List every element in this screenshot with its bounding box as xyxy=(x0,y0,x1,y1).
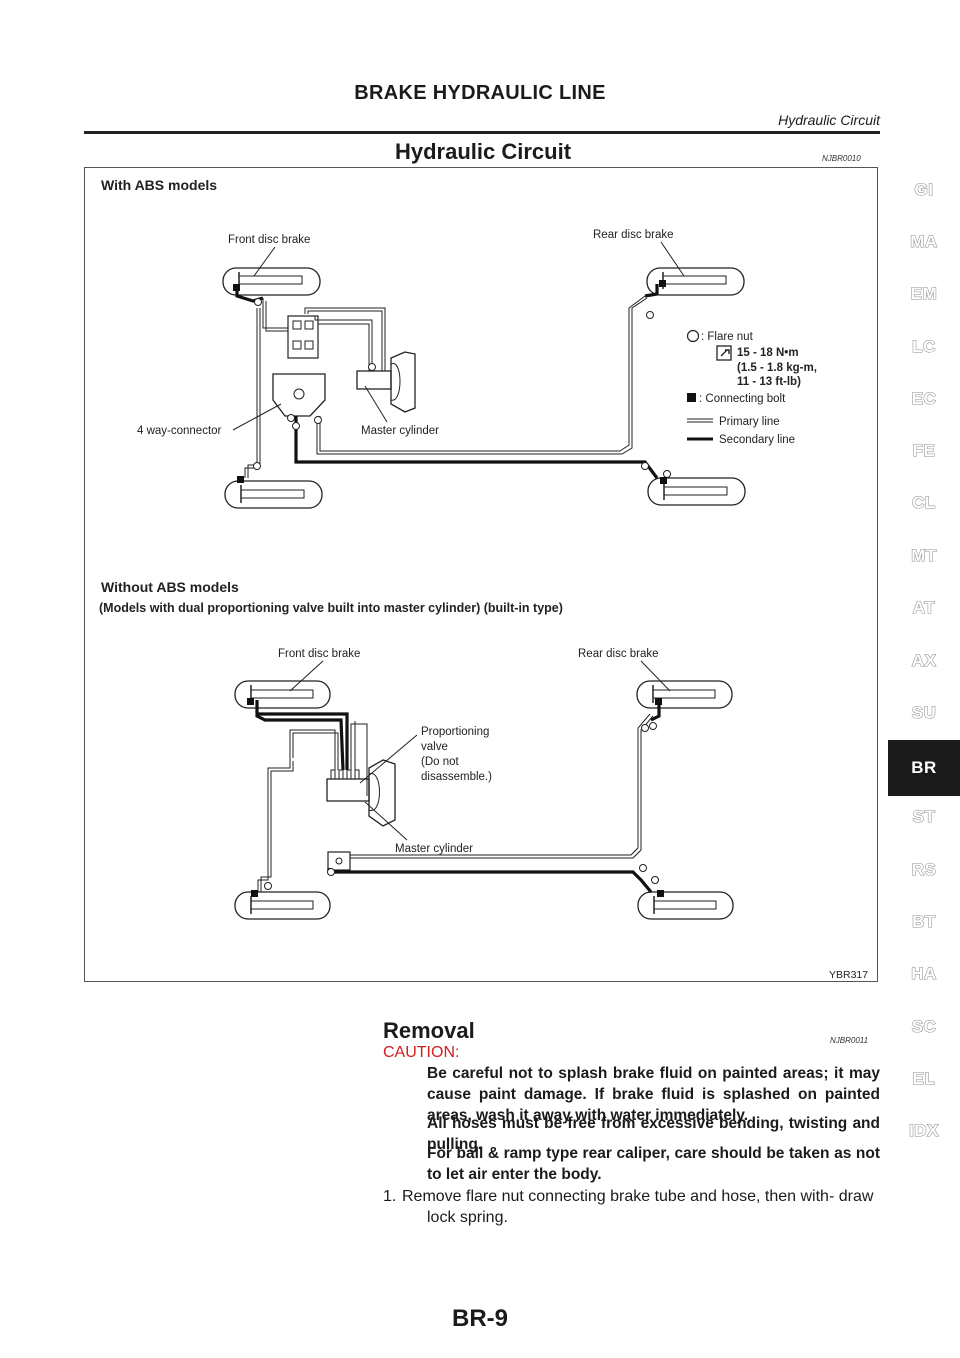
tab-ma[interactable]: MA xyxy=(910,231,938,251)
nonabs-front-label: Front disc brake xyxy=(278,648,360,660)
tab-ax[interactable]: AX xyxy=(911,650,937,670)
legend-flare-nut: : Flare nut xyxy=(701,331,754,343)
nonabs-rear-left-brake xyxy=(636,680,733,709)
abs-secondary-lines xyxy=(235,284,659,479)
valve-label-line-2: valve xyxy=(421,741,448,753)
abs-legend: : Flare nut 15 - 18 N•m (1.5 - 1.8 kg-m,… xyxy=(686,329,817,446)
legend-secondary-line: Secondary line xyxy=(719,434,795,446)
abs-flare-nuts xyxy=(253,298,671,478)
caution-item-2: All hoses must be free from excessive be… xyxy=(427,1115,880,1153)
header-title: BRAKE HYDRAULIC LINE xyxy=(354,82,606,104)
tab-rs[interactable]: RS xyxy=(911,859,937,879)
tab-cl[interactable]: CL xyxy=(912,492,936,512)
header-rule xyxy=(84,131,880,134)
abs-rear-label: Rear disc brake xyxy=(593,229,674,241)
abs-4way-connector xyxy=(272,373,326,417)
legend-torque-2: (1.5 - 1.8 kg-m, xyxy=(737,362,817,374)
nonabs-heading: Without ABS models xyxy=(101,579,239,595)
page-number: BR-9 xyxy=(451,1305,508,1332)
nonabs-rear-label: Rear disc brake xyxy=(578,648,659,660)
tab-st[interactable]: ST xyxy=(912,806,936,826)
removal-step-1: 1. Remove flare nut connecting brake tub… xyxy=(383,1186,880,1228)
section-code-hydraulic-circuit: NJBR0010 xyxy=(822,154,861,163)
abs-rear-right-brake xyxy=(647,477,746,506)
legend-torque-1: 15 - 18 N•m xyxy=(737,347,799,359)
abs-front-right-brake xyxy=(224,480,323,509)
tab-gi[interactable]: GI xyxy=(914,179,934,199)
abs-rear-leader xyxy=(660,241,685,277)
caution-item-3: For ball & ramp type rear caliper, care … xyxy=(427,1145,880,1183)
caution-label: CAUTION: xyxy=(383,1044,460,1061)
nonabs-master-label: Master cylinder xyxy=(395,843,473,855)
abs-actuator xyxy=(287,315,319,359)
torque-wrench-icon xyxy=(716,345,732,361)
nonabs-front-right-brake xyxy=(234,891,331,920)
valve-label-line-4: disassemble.) xyxy=(421,771,492,783)
tab-lc[interactable]: LC xyxy=(912,336,936,356)
tab-at[interactable]: AT xyxy=(912,597,936,617)
abs-master-cylinder xyxy=(356,351,416,413)
connecting-bolt-symbol-icon xyxy=(687,393,696,402)
hydraulic-circuit-diagram: With ABS models Front disc brake Rear di… xyxy=(99,177,868,981)
abs-master-label: Master cylinder xyxy=(361,425,439,437)
nonabs-junction-block xyxy=(327,851,351,871)
step-number: 1. xyxy=(383,1188,397,1205)
valve-label-line-3: (Do not xyxy=(421,756,460,768)
tab-idx[interactable]: IDX xyxy=(909,1120,939,1140)
tab-sc[interactable]: SC xyxy=(911,1016,937,1036)
figure-code: YBR317 xyxy=(829,969,868,981)
caution-item-1: Be careful not to splash brake fluid on … xyxy=(427,1065,880,1124)
hydraulic-circuit-figure: With ABS models Front disc brake Rear di… xyxy=(84,167,878,982)
nonabs-connecting-bolts xyxy=(247,698,664,897)
tab-mt[interactable]: MT xyxy=(911,545,937,565)
nonabs-master-cylinder xyxy=(326,759,396,827)
header-subtitle: Hydraulic Circuit xyxy=(778,112,880,128)
abs-heading: With ABS models xyxy=(101,177,217,193)
step-text: Remove flare nut connecting brake tube a… xyxy=(402,1188,874,1226)
nonabs-rear-right-brake xyxy=(637,891,734,920)
section-title-removal: Removal xyxy=(383,1018,475,1043)
abs-front-leader xyxy=(253,246,276,277)
tab-em[interactable]: EM xyxy=(910,283,938,303)
tab-bt[interactable]: BT xyxy=(912,911,936,931)
tab-ha[interactable]: HA xyxy=(911,963,937,983)
abs-connecting-bolts xyxy=(233,280,667,484)
abs-connector-label: 4 way-connector xyxy=(137,425,222,437)
abs-connector-leader xyxy=(232,403,282,431)
nonabs-primary-lines xyxy=(257,713,654,892)
abs-front-label: Front disc brake xyxy=(228,234,310,246)
nonabs-rear-leader xyxy=(640,660,671,692)
tab-fe[interactable]: FE xyxy=(912,440,936,460)
tab-el[interactable]: EL xyxy=(912,1068,936,1088)
section-title-hydraulic-circuit: Hydraulic Circuit xyxy=(395,139,572,164)
section-code-removal: NJBR0011 xyxy=(830,1036,869,1045)
legend-torque-3: 11 - 13 ft-lb) xyxy=(737,376,801,388)
valve-label-line-1: Proportioning xyxy=(421,726,489,738)
nonabs-flare-nuts xyxy=(264,722,659,890)
legend-connecting-bolt: : Connecting bolt xyxy=(699,393,786,405)
nonabs-master-leader xyxy=(364,801,408,841)
tab-su[interactable]: SU xyxy=(911,702,937,722)
nonabs-front-leader xyxy=(289,660,324,692)
abs-master-leader xyxy=(364,385,388,423)
legend-primary-line: Primary line xyxy=(719,416,780,428)
tab-ec[interactable]: EC xyxy=(911,388,937,408)
nonabs-subheading: (Models with dual proportioning valve bu… xyxy=(99,601,563,615)
abs-primary-lines xyxy=(244,295,648,478)
flare-nut-symbol-icon xyxy=(686,329,700,343)
valve-leader xyxy=(359,734,418,784)
tab-br[interactable]: BR xyxy=(888,740,960,796)
